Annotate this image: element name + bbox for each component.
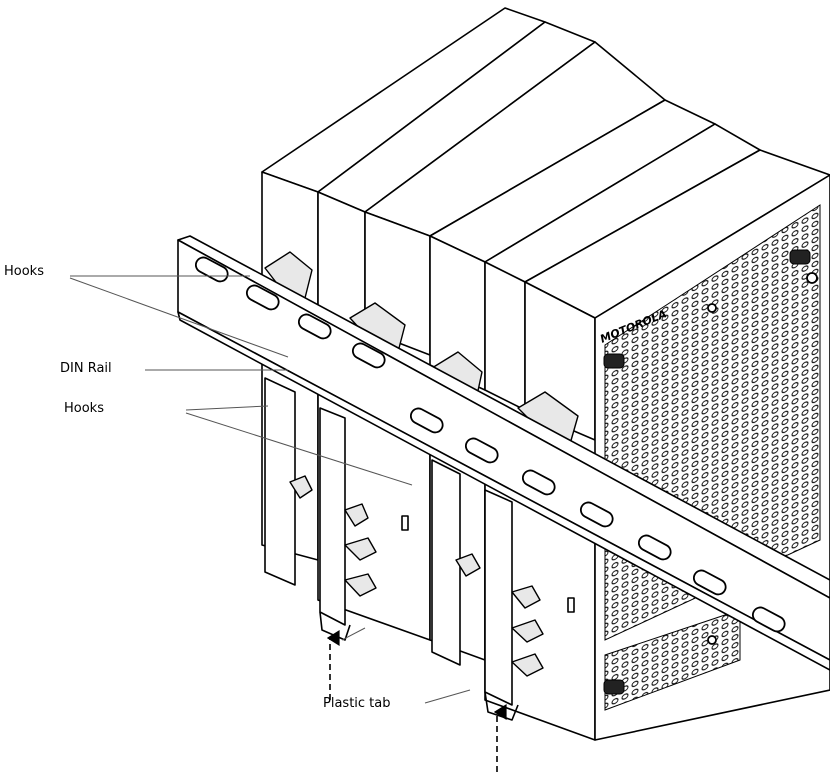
label-hooks-top: Hooks	[4, 265, 44, 278]
label-hooks-bottom: Hooks	[64, 402, 104, 415]
label-din-rail: DIN Rail	[60, 362, 112, 375]
label-plastic-tab: Plastic tab	[323, 697, 391, 710]
